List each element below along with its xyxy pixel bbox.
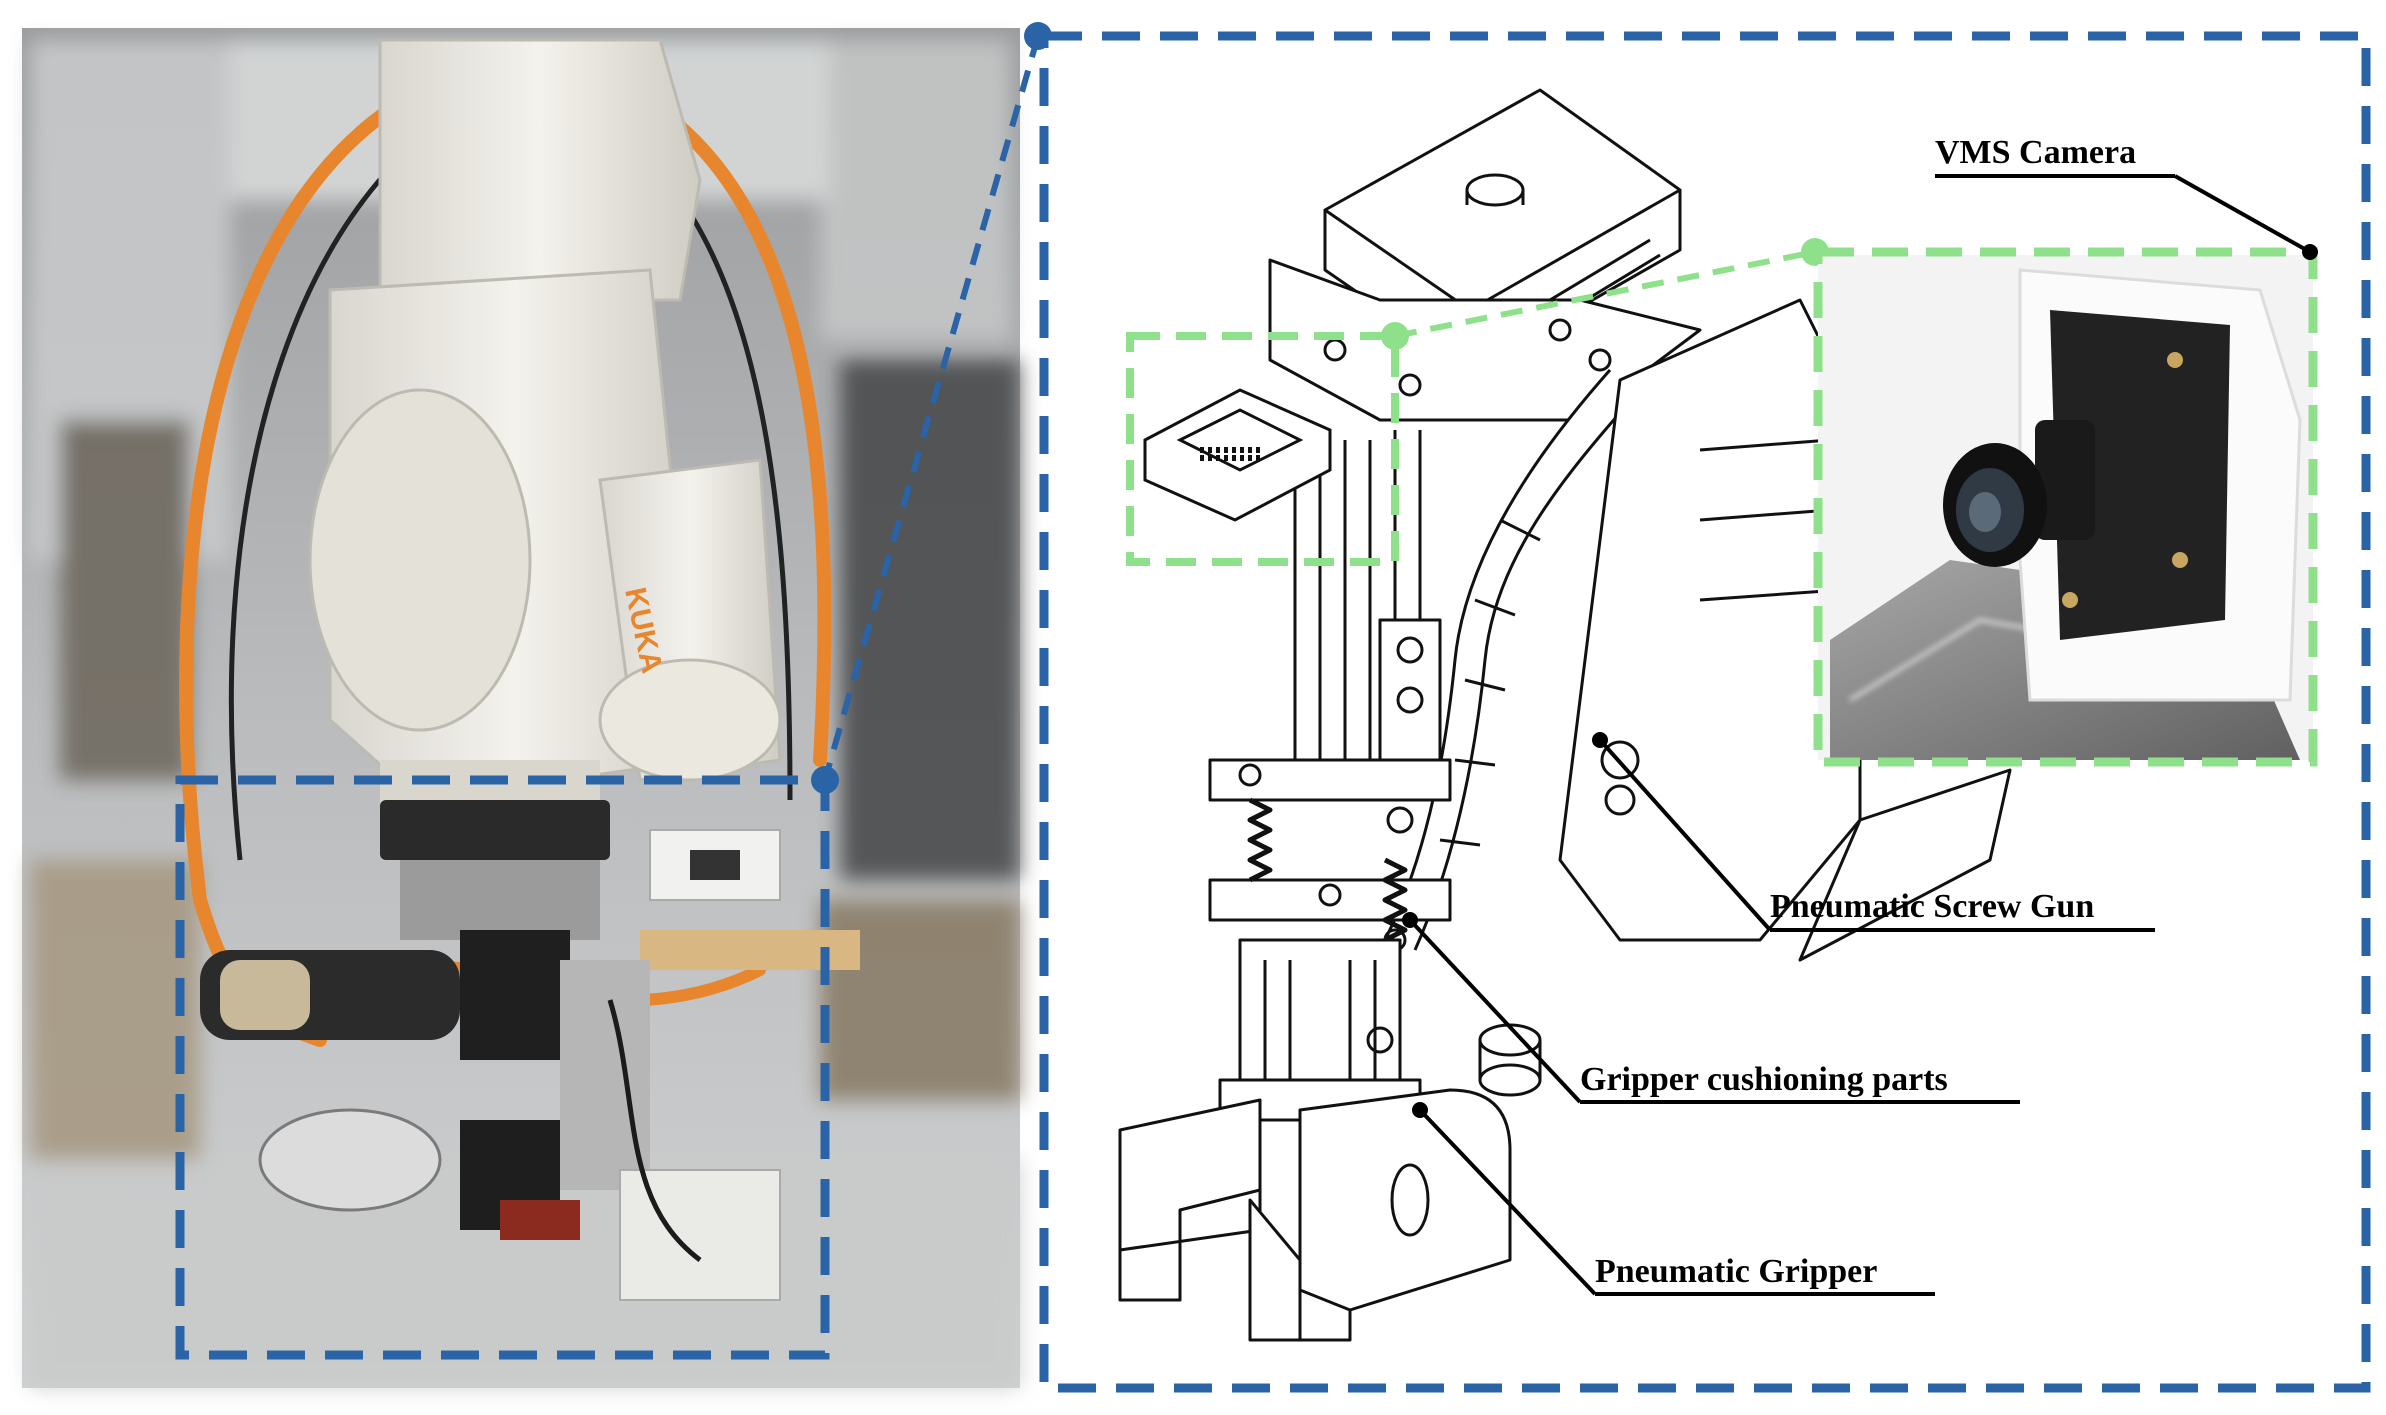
screw-gun-label: Pneumatic Screw Gun [1770, 888, 2094, 925]
robot-photo: KUKA [22, 28, 1020, 1388]
camera-photo-frame [1813, 247, 2318, 767]
camera-in-drawing [1143, 388, 1332, 522]
leader-dot [2302, 244, 2318, 260]
callout-pneumatic-gripper: Pneumatic Gripper [1412, 1102, 1935, 1296]
zoom-connector-top [822, 35, 1041, 781]
camera-photo-inset [1818, 255, 2313, 760]
zoom-connector-dot-photo [811, 766, 839, 794]
photo-highlight-frame [175, 775, 830, 1360]
end-effector-line-drawing [1118, 88, 2012, 1342]
leader-line [2174, 174, 2311, 254]
camera-connector-dot-a [1381, 322, 1409, 350]
leader-line [1408, 918, 1582, 1104]
callout-pneumatic-screw-gun: Pneumatic Screw Gun [1592, 732, 2155, 932]
vms-camera-label: VMS Camera [1935, 134, 2136, 171]
callout-gripper-cushioning: Gripper cushioning parts [1402, 912, 2020, 1104]
camera-highlight-frame [1126, 332, 1399, 566]
gripper-label: Pneumatic Gripper [1595, 1253, 1877, 1290]
cushioning-label: Gripper cushioning parts [1580, 1061, 1948, 1098]
callout-vms-camera: VMS Camera [1935, 134, 2318, 260]
leader-line [1418, 1108, 1597, 1296]
leader-line [1598, 738, 1772, 932]
